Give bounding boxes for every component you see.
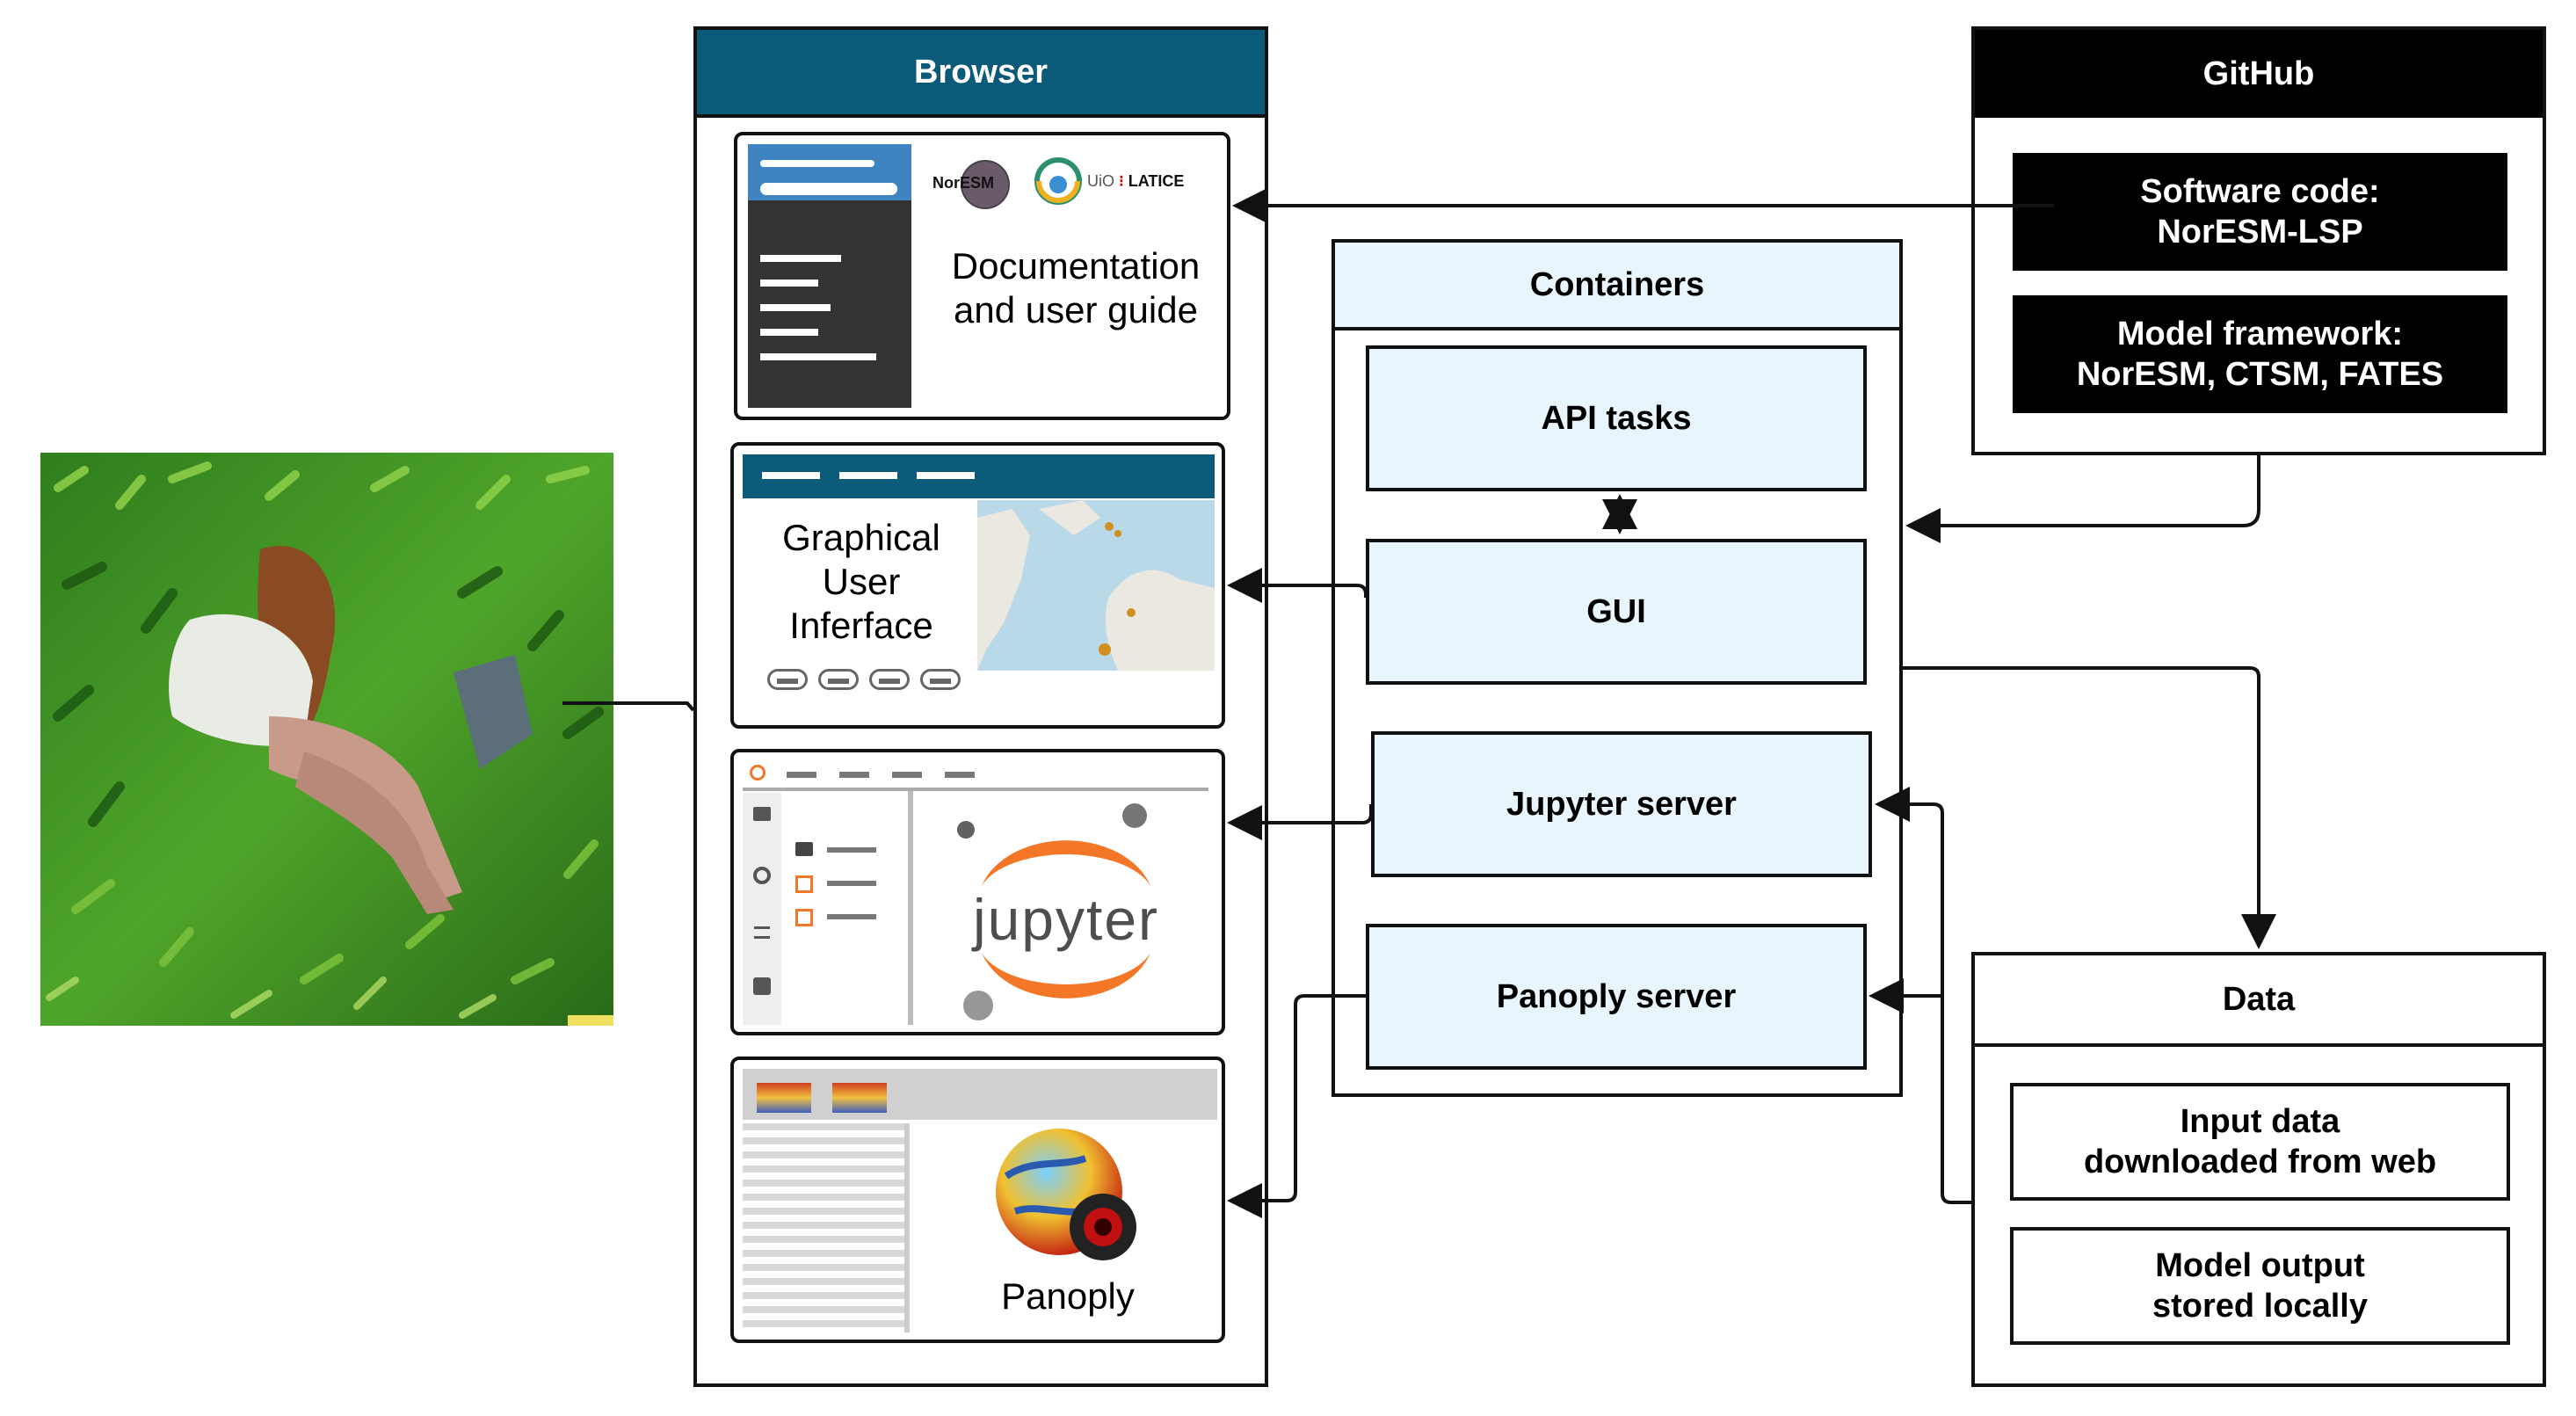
user-painting-image (40, 453, 613, 1026)
gui-title-line3: Inferface (789, 605, 933, 646)
data-title: Data (2222, 980, 2296, 1018)
software-code-line2: NorESM-LSP (2157, 214, 2363, 251)
panoply-to-browser-arrow (1227, 994, 1366, 1218)
docs-title-line2: and user guide (954, 289, 1198, 330)
gui-button-2[interactable] (818, 669, 859, 690)
github-header: GitHub (1975, 30, 2543, 118)
api-tasks-box[interactable]: API tasks (1366, 345, 1867, 491)
gui-title: Graphical User Inferface (743, 516, 980, 648)
containers-to-data-arrow (1903, 666, 2276, 949)
containers-title: Containers (1529, 265, 1705, 303)
jupyter-topbar (743, 759, 1208, 784)
input-data-line1: Input data (2180, 1103, 2340, 1140)
input-data-line2: downloaded from web (2083, 1144, 2437, 1180)
jupyter-logo-text: jupyter (972, 887, 1160, 952)
panoply-dataset-list (743, 1123, 910, 1332)
user-to-browser-connector (562, 701, 695, 712)
jupyter-server-label: Jupyter server (1506, 785, 1737, 823)
docs-sidebar (748, 144, 911, 408)
docs-title: Documentation and user guide (922, 244, 1227, 332)
gui-container-box[interactable]: GUI (1366, 539, 1867, 685)
panoply-label: Panoply (1001, 1275, 1135, 1317)
noresm-logo: NorESM (932, 158, 1012, 211)
software-code-box[interactable]: Software code: NorESM-LSP (2013, 153, 2507, 271)
gui-buttons (767, 669, 969, 695)
browser-header: Browser (697, 30, 1265, 118)
panoply-server-label: Panoply server (1496, 977, 1737, 1015)
jupyter-panel[interactable]: jupyter (730, 749, 1225, 1035)
gui-button-4[interactable] (920, 669, 961, 690)
jupyter-activity-bar (743, 793, 781, 1025)
model-framework-box[interactable]: Model framework: NorESM, CTSM, FATES (2013, 295, 2507, 413)
browser-title: Browser (913, 53, 1049, 91)
uio-latice-logo: UiO ⁝ LATICE (1087, 172, 1185, 190)
uio-logo-text: UiO (1087, 172, 1114, 190)
folder-icon[interactable] (753, 807, 771, 821)
api-tasks-label: API tasks (1541, 399, 1692, 437)
docs-panel[interactable]: NorESM UiO ⁝ LATICE Documentation and us… (734, 132, 1230, 420)
gui-to-browser-arrow (1227, 568, 1368, 603)
jupyter-to-browser-arrow (1227, 804, 1373, 840)
list-icon[interactable] (754, 926, 770, 939)
docs-search-bar (760, 183, 897, 195)
input-data-box[interactable]: Input data downloaded from web (2010, 1083, 2510, 1201)
model-output-line1: Model output (2155, 1247, 2365, 1284)
gui-title-line2: User (822, 561, 901, 602)
notebook-icon (795, 875, 813, 893)
data-to-jupyter-arrow (1875, 787, 1971, 1204)
file-folder-icon (795, 842, 813, 856)
extension-icon[interactable] (753, 977, 771, 995)
noresm-logo-text: NorESM (932, 174, 994, 192)
containers-header: Containers (1335, 243, 1899, 330)
gui-panel[interactable]: Graphical User Inferface (730, 442, 1225, 729)
data-header: Data (1975, 955, 2543, 1047)
emerald-logo (1032, 155, 1085, 207)
panoply-tool-icon-1[interactable] (757, 1083, 811, 1113)
model-output-box[interactable]: Model output stored locally (2010, 1227, 2510, 1345)
gui-navbar (743, 454, 1215, 498)
jupyter-logo: jupyter (952, 798, 1180, 1028)
model-output-line2: stored locally (2152, 1288, 2368, 1325)
github-to-containers-arrow (1905, 455, 2260, 543)
gui-container-label: GUI (1586, 592, 1646, 630)
model-framework-line2: NorESM, CTSM, FATES (2076, 356, 2444, 393)
gui-button-1[interactable] (767, 669, 808, 690)
panoply-tool-icon-2[interactable] (832, 1083, 887, 1113)
stop-icon[interactable] (753, 867, 771, 884)
panoply-panel[interactable]: Panoply (730, 1057, 1225, 1343)
panoply-logo (989, 1123, 1147, 1273)
gui-map (977, 500, 1215, 671)
model-framework-line1: Model framework: (2116, 316, 2404, 352)
jupyter-server-box[interactable]: Jupyter server (1371, 731, 1872, 877)
panoply-server-box[interactable]: Panoply server (1366, 924, 1867, 1070)
software-code-line1: Software code: (2140, 173, 2380, 210)
gui-button-3[interactable] (869, 669, 910, 690)
jupyter-file-browser (795, 840, 892, 928)
gui-title-line1: Graphical (782, 517, 940, 558)
panoply-toolbar (743, 1069, 1217, 1120)
docs-title-line1: Documentation (951, 245, 1201, 287)
latice-logo-text: LATICE (1128, 172, 1185, 190)
github-title: GitHub (2202, 54, 2315, 92)
notebook-icon (795, 909, 813, 926)
